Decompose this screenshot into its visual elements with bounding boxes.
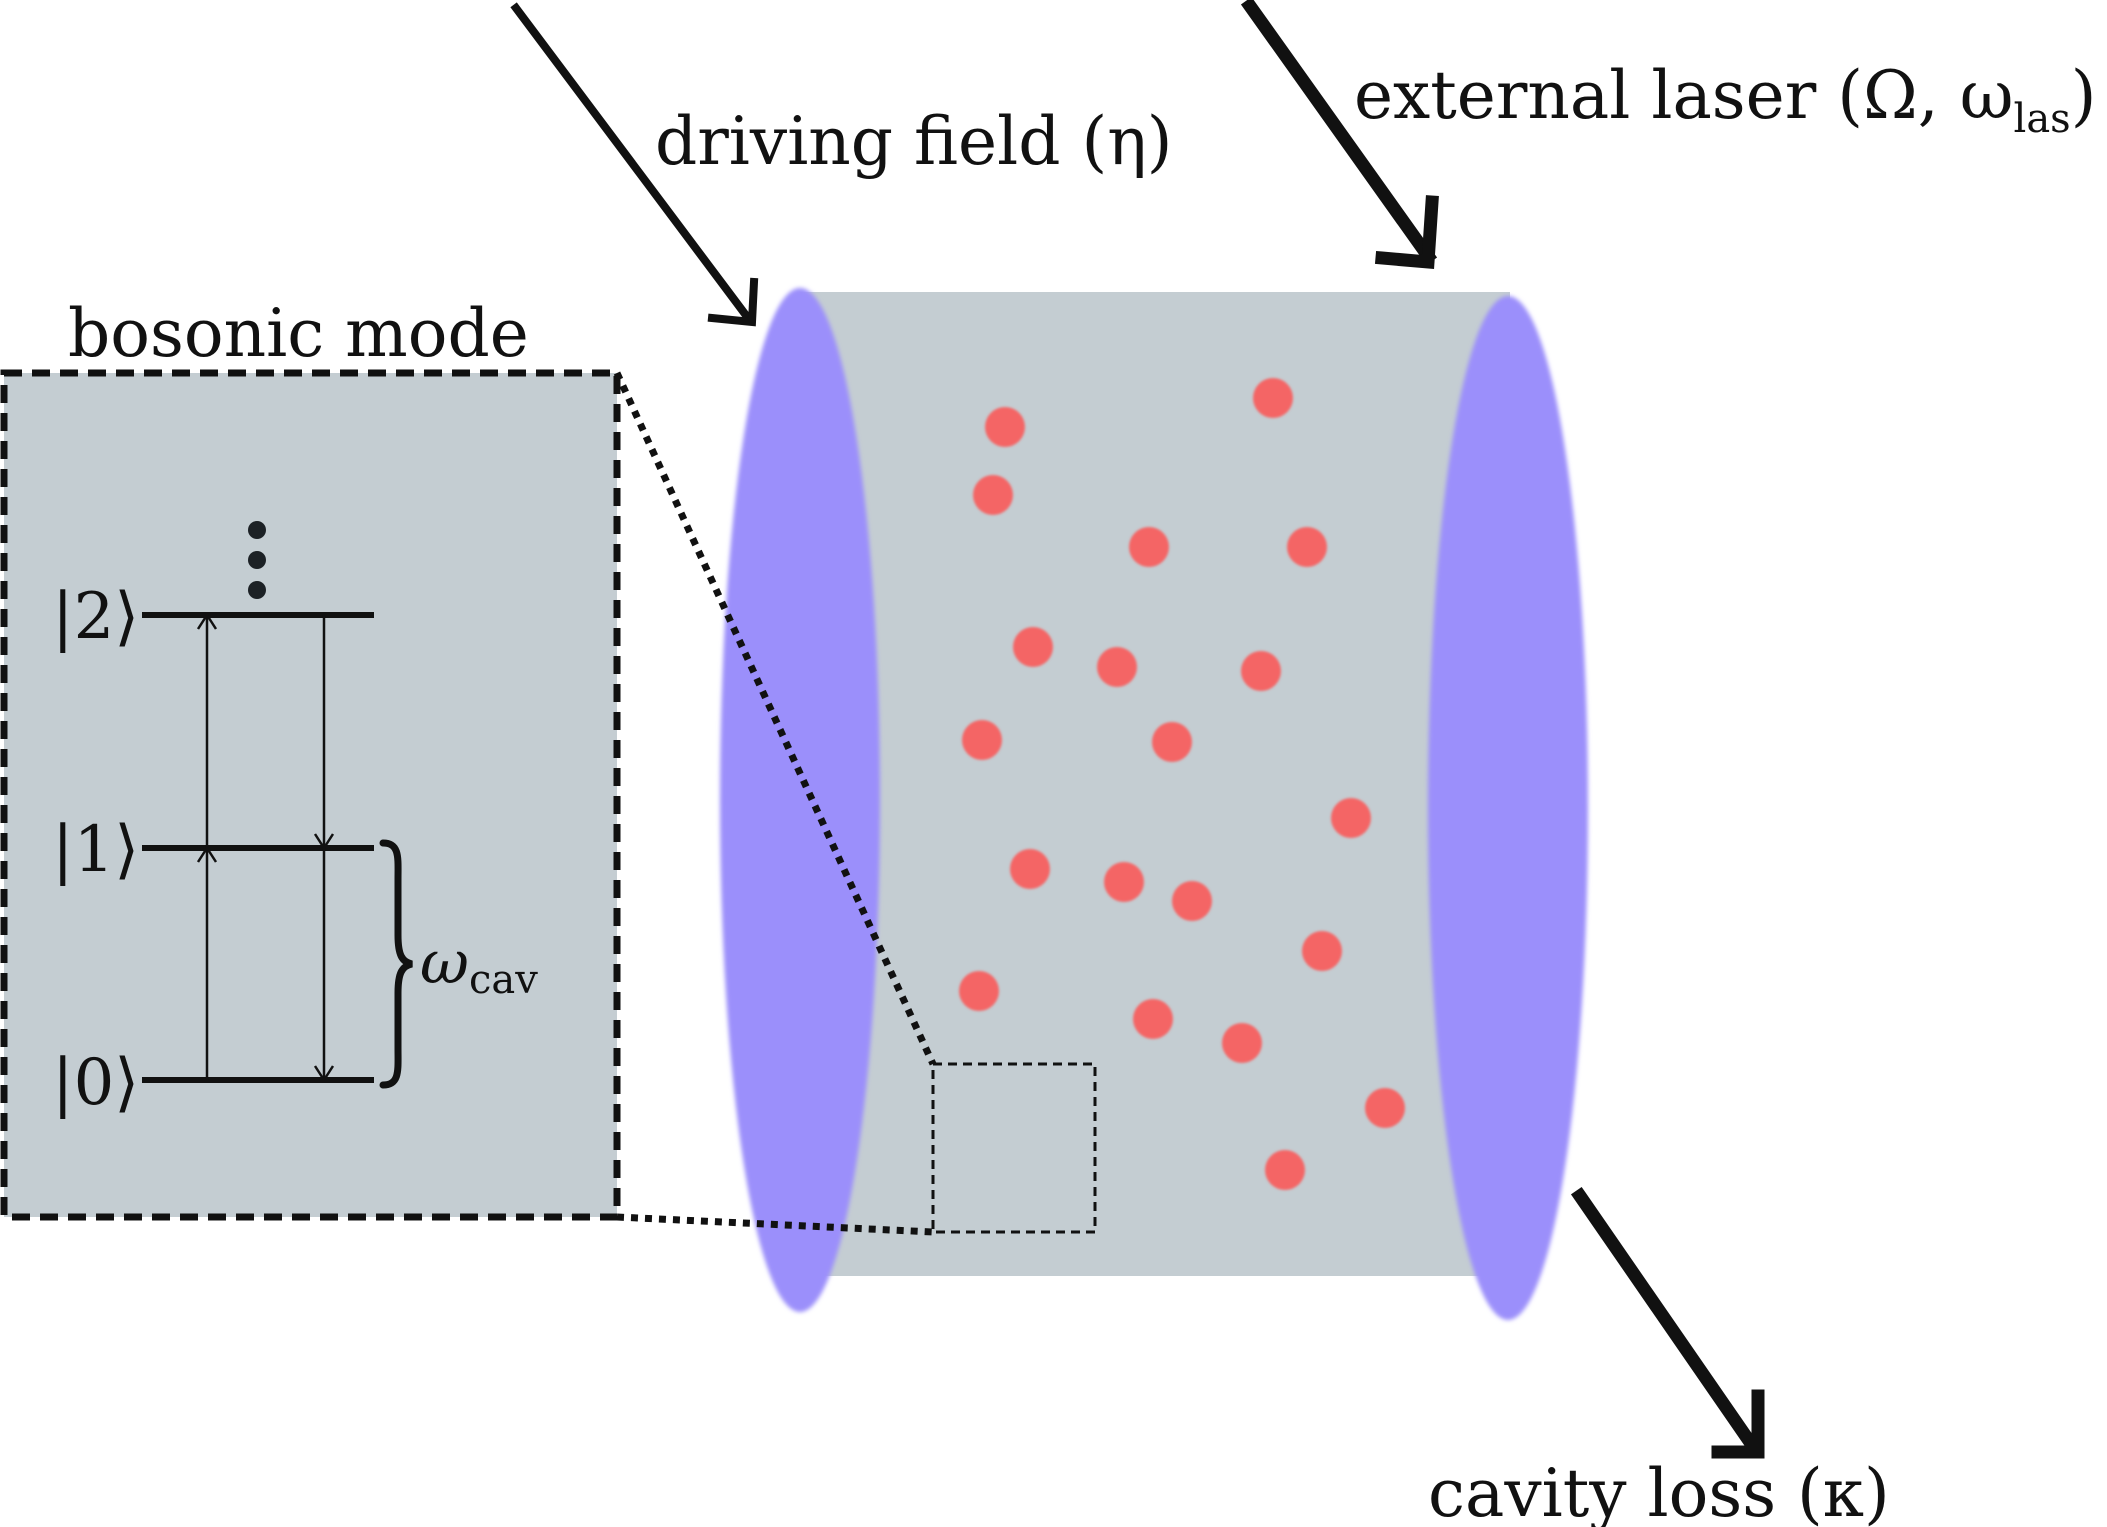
atom-4	[1129, 527, 1169, 567]
zoom-connector-top	[613, 371, 937, 1066]
driving-field-arrow	[510, 2, 759, 327]
cavity-body	[800, 292, 1510, 1276]
atom-13	[1104, 862, 1144, 902]
cavity	[720, 288, 1588, 1320]
level-label-2: |2⟩	[52, 580, 139, 654]
level-label-0: |0⟩	[52, 1046, 139, 1120]
right-mirror	[1428, 296, 1588, 1320]
vertical-ellipsis-icon	[248, 521, 266, 599]
atom-16	[959, 971, 999, 1011]
inset-box	[0, 369, 621, 1221]
external-laser-arrow	[1240, 0, 1439, 270]
bosonic-mode-inset: |2⟩ |1⟩ |0⟩ ωcav	[0, 369, 1097, 1236]
atom-19	[1365, 1088, 1405, 1128]
atom-3	[973, 475, 1013, 515]
atom-6	[1013, 627, 1053, 667]
excitation-arrow-1-2	[196, 612, 218, 848]
zoom-region-box	[931, 1062, 1097, 1234]
atom-1	[985, 407, 1025, 447]
external-laser-label: external laser (Ω, ωlas)	[1354, 57, 2096, 142]
omega-subscript: cav	[469, 957, 538, 1003]
omega-symbol: ω	[420, 928, 469, 998]
atom-2	[1253, 378, 1293, 418]
external-laser-sub: las	[2014, 96, 2071, 142]
atom-5	[1287, 527, 1327, 567]
driving-field-label: driving field (η)	[655, 103, 1173, 180]
atom-9	[962, 720, 1002, 760]
atom-15	[1302, 931, 1342, 971]
cavity-loss-arrow	[1570, 1186, 1765, 1459]
bosonic-mode-label: bosonic mode	[68, 295, 529, 372]
zoom-connector-bottom	[616, 1213, 934, 1236]
atom-14	[1172, 881, 1212, 921]
atoms	[959, 378, 1405, 1190]
curly-brace-icon	[379, 839, 413, 1089]
cavity-loss-label: cavity loss (κ)	[1428, 1455, 1890, 1527]
level-label-1: |1⟩	[52, 813, 139, 887]
atom-8	[1241, 651, 1281, 691]
external-laser-close: )	[2071, 57, 2097, 134]
atom-18	[1222, 1023, 1262, 1063]
atom-20	[1265, 1150, 1305, 1190]
omega-cav-label: ωcav	[420, 928, 538, 1003]
atom-7	[1097, 647, 1137, 687]
atom-17	[1133, 999, 1173, 1039]
atom-12	[1010, 849, 1050, 889]
atom-11	[1331, 798, 1371, 838]
external-laser-main: external laser (Ω, ω	[1354, 57, 2014, 134]
decay-arrow-1-0	[313, 848, 335, 1083]
left-mirror	[720, 288, 880, 1312]
atom-10	[1152, 722, 1192, 762]
